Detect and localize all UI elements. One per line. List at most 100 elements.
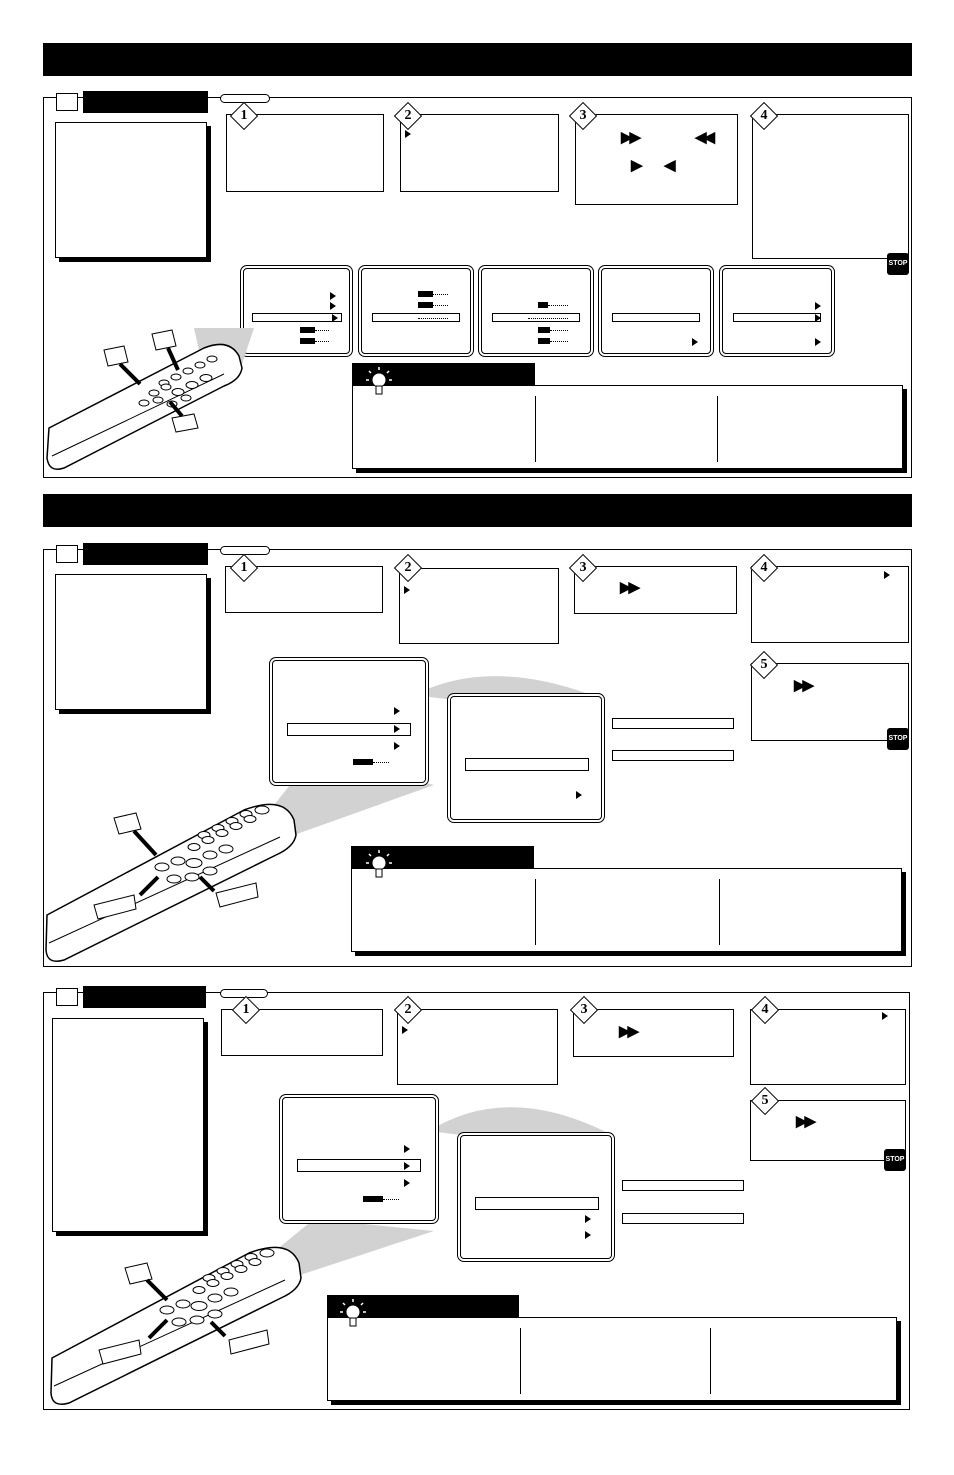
step-5-number: 5 xyxy=(760,657,768,672)
stop-sign-icon: STOP xyxy=(887,728,909,750)
step-4-box xyxy=(750,1009,906,1085)
menu-highlight xyxy=(465,758,589,771)
fast-forward-icon: ▶▶ xyxy=(620,579,640,596)
menu-screen-sub xyxy=(450,696,602,820)
level-track xyxy=(433,294,448,295)
step-4-number: 4 xyxy=(761,1002,769,1017)
right-arrow-icon xyxy=(815,338,821,346)
step-4-box xyxy=(751,566,909,643)
step-5-number: 5 xyxy=(761,1093,769,1108)
right-arrow-icon xyxy=(404,586,410,594)
menu-screen-2 xyxy=(361,268,471,354)
section-2-banner xyxy=(43,494,912,527)
level-bar xyxy=(418,302,433,308)
right-arrow-icon xyxy=(404,1145,410,1153)
section-1-banner xyxy=(43,43,912,76)
divider xyxy=(535,879,536,945)
step-1-box xyxy=(225,566,383,613)
left-arrow-icon: ◀ xyxy=(664,157,675,174)
option-bar xyxy=(622,1180,744,1191)
tip-header xyxy=(327,1295,519,1317)
step-1-number: 1 xyxy=(240,560,248,575)
menu-highlight xyxy=(287,723,411,736)
step-2-number: 2 xyxy=(404,1002,412,1017)
menu-screen-main xyxy=(282,1097,436,1221)
step-4-number: 4 xyxy=(760,108,768,123)
menu-highlight xyxy=(475,1197,599,1210)
step-3-box xyxy=(574,566,737,614)
intro-box xyxy=(55,122,207,258)
tip-box xyxy=(327,1317,897,1401)
right-arrow-icon xyxy=(394,725,400,733)
menu-highlight xyxy=(492,313,580,322)
intro-box xyxy=(52,1018,204,1232)
tip-header xyxy=(352,363,535,385)
level-bar xyxy=(418,291,433,297)
menu-screen-1 xyxy=(243,268,350,354)
step-2-number: 2 xyxy=(404,108,412,123)
step-2-number: 2 xyxy=(404,560,412,575)
stop-sign-icon: STOP xyxy=(887,253,909,275)
level-track xyxy=(550,341,568,342)
level-track xyxy=(315,341,329,342)
section-2-header xyxy=(83,543,208,565)
right-arrow-icon xyxy=(332,314,338,322)
section-2-tag xyxy=(220,546,270,555)
menu-screen-5 xyxy=(722,268,832,354)
remote-control-illustration xyxy=(50,1246,302,1405)
level-bar xyxy=(538,327,550,333)
level-track xyxy=(548,305,568,306)
level-bar xyxy=(300,338,315,344)
tv-icon xyxy=(56,545,78,563)
section-2-panel: 1 2 3 ▶▶ 4 5 ▶▶ STOP xyxy=(43,543,912,967)
level-track xyxy=(528,318,568,319)
level-track xyxy=(433,305,448,306)
right-arrow-icon xyxy=(882,1012,888,1020)
right-arrow-icon xyxy=(585,1215,591,1223)
fast-forward-icon: ▶▶ xyxy=(796,1113,816,1130)
section-1-panel: 1 2 3 ▶▶ ◀◀ ▶ ◀ 4 STOP xyxy=(43,91,912,478)
level-track xyxy=(550,330,568,331)
right-arrow-icon xyxy=(402,1026,408,1034)
step-5-box xyxy=(751,663,909,741)
light-bulb-icon xyxy=(366,850,392,878)
step-2-box xyxy=(399,568,559,644)
right-arrow-icon xyxy=(394,742,400,750)
step-1-box xyxy=(226,114,384,192)
divider xyxy=(719,879,720,945)
level-track xyxy=(315,330,329,331)
level-bar xyxy=(353,759,373,765)
fast-forward-icon: ▶▶ xyxy=(619,1023,639,1040)
fast-forward-icon: ▶▶ xyxy=(621,129,641,146)
menu-screen-main xyxy=(272,660,426,783)
level-bar xyxy=(363,1196,383,1202)
fast-forward-icon: ▶▶ xyxy=(794,677,814,694)
menu-highlight xyxy=(252,313,342,322)
step-1-number: 1 xyxy=(240,108,248,123)
rewind-icon: ◀◀ xyxy=(695,129,715,146)
light-bulb-icon xyxy=(340,1299,366,1327)
step-1-number: 1 xyxy=(242,1002,250,1017)
right-arrow-icon: ▶ xyxy=(631,157,642,174)
step-4-box xyxy=(752,114,909,259)
divider xyxy=(717,396,718,462)
tip-header xyxy=(351,846,534,868)
right-arrow-icon xyxy=(405,130,411,138)
light-bulb-icon xyxy=(366,367,392,395)
menu-highlight xyxy=(733,313,821,322)
option-bar xyxy=(622,1213,744,1224)
right-arrow-icon xyxy=(394,707,400,715)
divider xyxy=(710,1328,711,1394)
step-3-number: 3 xyxy=(580,1002,588,1017)
option-bar xyxy=(612,718,734,729)
intro-box xyxy=(55,574,207,710)
right-arrow-icon xyxy=(404,1179,410,1187)
level-bar xyxy=(538,302,548,308)
right-arrow-icon xyxy=(330,292,336,300)
menu-screen-3 xyxy=(481,268,591,354)
level-track xyxy=(383,1199,399,1200)
step-3-number: 3 xyxy=(579,108,587,123)
level-track xyxy=(373,762,389,763)
level-bar xyxy=(300,327,315,333)
tv-icon xyxy=(56,988,78,1006)
